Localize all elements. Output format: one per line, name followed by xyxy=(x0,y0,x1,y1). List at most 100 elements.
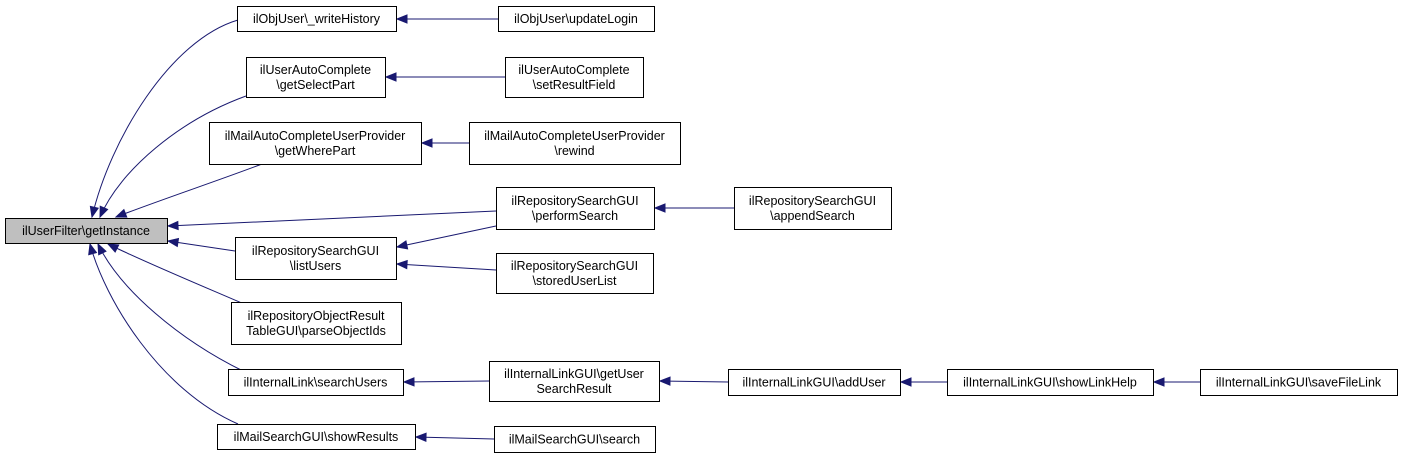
edge-line xyxy=(115,163,263,218)
node-label: ilInternalLink\searchUsers xyxy=(244,375,388,389)
node-box[interactable] xyxy=(237,6,397,32)
node-writeHistory[interactable]: ilObjUser\_writeHistory xyxy=(237,6,397,32)
edge-updateLogin-to-writeHistory xyxy=(395,14,498,24)
edge-getUserSearchResult-to-searchUsers xyxy=(402,377,490,387)
node-box[interactable] xyxy=(246,57,386,98)
node-appendSearch[interactable]: ilRepositorySearchGUI\appendSearch xyxy=(734,187,892,230)
edge-rewind-to-getWherePart xyxy=(420,138,469,148)
node-label: ilRepositorySearchGUI xyxy=(749,194,876,208)
arrow-head xyxy=(89,205,100,219)
node-label: ilInternalLinkGUI\getUser xyxy=(504,367,644,381)
node-getWherePart[interactable]: ilMailAutoCompleteUserProvider\getWhereP… xyxy=(209,122,422,165)
edge-line xyxy=(97,243,244,372)
edge-searchUsers-to-getInstance xyxy=(97,242,244,372)
edges-layer xyxy=(88,14,1200,443)
node-label: ilInternalLinkGUI\showLinkHelp xyxy=(963,375,1137,389)
edge-line xyxy=(396,263,497,271)
edge-line xyxy=(91,19,239,218)
node-label: \getWherePart xyxy=(275,144,356,158)
node-box[interactable] xyxy=(947,369,1154,396)
node-getInstance[interactable]: ilUserFilter\getInstance xyxy=(5,218,168,244)
node-label: ilObjUser\_writeHistory xyxy=(253,12,381,26)
node-box[interactable] xyxy=(489,361,660,402)
arrow-head xyxy=(106,243,120,253)
node-box[interactable] xyxy=(5,218,168,244)
arrow-head xyxy=(402,377,415,387)
node-box[interactable] xyxy=(217,424,416,450)
edge-line xyxy=(167,210,497,227)
edge-showResults-to-getInstance xyxy=(88,242,239,425)
node-label: \performSearch xyxy=(532,209,618,223)
node-rewind[interactable]: ilMailAutoCompleteUserProvider\rewind xyxy=(469,122,681,165)
node-label: ilUserAutoComplete xyxy=(260,63,371,77)
node-label: TableGUI\parseObjectIds xyxy=(246,324,386,338)
edge-listUsers-to-getInstance xyxy=(166,237,236,252)
edge-line xyxy=(89,243,239,425)
node-label: ilInternalLinkGUI\saveFileLink xyxy=(1216,375,1382,389)
arrow-head xyxy=(420,138,433,148)
node-searchUsers[interactable]: ilInternalLink\searchUsers xyxy=(228,369,404,396)
node-label: ilMailAutoCompleteUserProvider xyxy=(225,129,406,143)
edge-line xyxy=(167,240,236,252)
node-box[interactable] xyxy=(496,253,654,294)
edge-performSearch-to-getInstance xyxy=(166,210,497,231)
node-label: \listUsers xyxy=(290,259,341,273)
edge-showLinkHelp-to-addUser xyxy=(899,377,947,387)
arrow-head xyxy=(99,205,109,219)
node-listUsers[interactable]: ilRepositorySearchGUI\listUsers xyxy=(235,237,397,280)
node-box[interactable] xyxy=(469,122,681,165)
node-box[interactable] xyxy=(494,426,656,453)
edge-search-to-showResults xyxy=(414,432,495,443)
node-showLinkHelp[interactable]: ilInternalLinkGUI\showLinkHelp xyxy=(947,369,1154,396)
edge-performSearch-to-listUsers xyxy=(395,225,497,250)
node-storedUserList[interactable]: ilRepositorySearchGUI\storedUserList xyxy=(496,253,654,294)
node-label: ilObjUser\updateLogin xyxy=(514,12,638,26)
node-box[interactable] xyxy=(498,6,655,32)
node-setResultField[interactable]: ilUserAutoComplete\setResultField xyxy=(505,57,644,98)
node-addUser[interactable]: ilInternalLinkGUI\addUser xyxy=(728,369,901,396)
arrow-head xyxy=(899,377,912,387)
node-box[interactable] xyxy=(231,302,402,345)
arrow-head xyxy=(395,240,409,250)
node-showResults[interactable]: ilMailSearchGUI\showResults xyxy=(217,424,416,450)
node-label: ilMailAutoCompleteUserProvider xyxy=(484,129,665,143)
edge-line xyxy=(415,436,495,440)
node-getSelectPart[interactable]: ilUserAutoComplete\getSelectPart xyxy=(246,57,386,98)
arrow-head xyxy=(395,14,408,24)
edge-setResultField-to-getSelectPart xyxy=(384,72,505,82)
edge-line xyxy=(403,380,490,383)
node-label: ilRepositorySearchGUI xyxy=(511,259,638,273)
node-label: \rewind xyxy=(554,144,594,158)
node-label: ilRepositorySearchGUI xyxy=(511,194,638,208)
node-box[interactable] xyxy=(728,369,901,396)
arrow-head xyxy=(88,242,98,256)
node-box[interactable] xyxy=(1200,369,1398,396)
node-label: \storedUserList xyxy=(532,274,617,288)
node-updateLogin[interactable]: ilObjUser\updateLogin xyxy=(498,6,655,32)
edge-getSelectPart-to-getInstance xyxy=(99,95,247,219)
arrow-head xyxy=(114,208,128,218)
edge-saveFileLink-to-showLinkHelp xyxy=(1152,377,1200,387)
node-box[interactable] xyxy=(496,187,655,230)
node-box[interactable] xyxy=(734,187,892,230)
node-label: ilMailSearchGUI\search xyxy=(509,432,640,446)
node-box[interactable] xyxy=(235,237,397,280)
node-label: ilInternalLinkGUI\addUser xyxy=(742,375,885,389)
node-parseObjectIds[interactable]: ilRepositoryObjectResultTableGUI\parseOb… xyxy=(231,302,402,345)
edge-appendSearch-to-performSearch xyxy=(653,203,734,213)
node-box[interactable] xyxy=(228,369,404,396)
node-saveFileLink[interactable]: ilInternalLinkGUI\saveFileLink xyxy=(1200,369,1398,396)
edge-line xyxy=(659,380,729,383)
edge-line xyxy=(396,225,497,248)
arrow-head xyxy=(384,72,397,82)
arrow-head xyxy=(653,203,666,213)
arrow-head xyxy=(97,242,107,256)
node-label: ilMailSearchGUI\showResults xyxy=(234,430,399,444)
nodes-layer: ilUserFilter\getInstance ilObjUser\_write… xyxy=(5,6,1398,453)
node-box[interactable] xyxy=(209,122,422,165)
node-search[interactable]: ilMailSearchGUI\search xyxy=(494,426,656,453)
node-box[interactable] xyxy=(505,57,644,98)
node-performSearch[interactable]: ilRepositorySearchGUI\performSearch xyxy=(496,187,655,230)
